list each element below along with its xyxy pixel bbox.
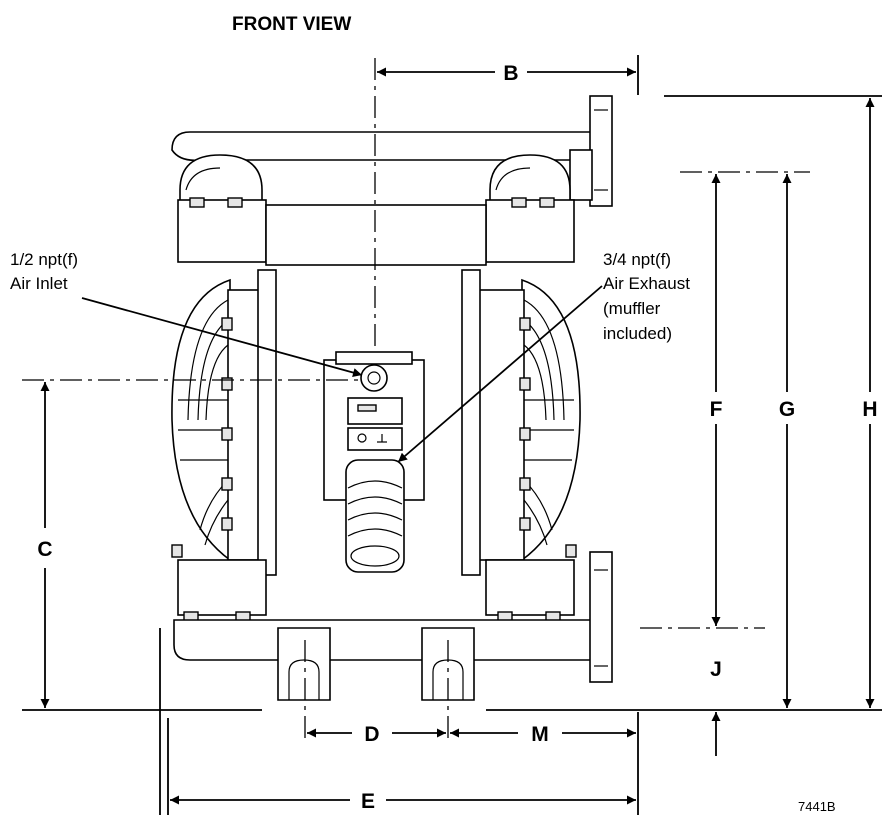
air-exhaust-note-1: (muffler — [603, 299, 661, 318]
pump-body — [171, 95, 613, 701]
dimension-lines — [40, 67, 875, 805]
dim-label-j: J — [710, 658, 722, 681]
air-exhaust-note-2: included) — [603, 324, 672, 343]
dim-label-d: D — [364, 723, 379, 746]
air-exhaust-label: Air Exhaust — [603, 274, 690, 293]
dim-label-c: C — [37, 538, 52, 561]
air-inlet-size: 1/2 npt(f) — [10, 250, 78, 269]
dim-label-g: G — [779, 398, 795, 421]
extension-lines — [22, 55, 882, 815]
air-inlet-label: Air Inlet — [10, 274, 68, 293]
diagram-title: FRONT VIEW — [232, 14, 351, 35]
dim-label-e: E — [361, 790, 375, 813]
air-exhaust-size: 3/4 npt(f) — [603, 250, 671, 269]
dim-label-b: B — [503, 62, 518, 85]
dim-label-h: H — [862, 398, 877, 421]
dim-label-f: F — [710, 398, 723, 421]
figure-id: 7441B — [798, 799, 836, 814]
dim-label-m: M — [531, 723, 549, 746]
